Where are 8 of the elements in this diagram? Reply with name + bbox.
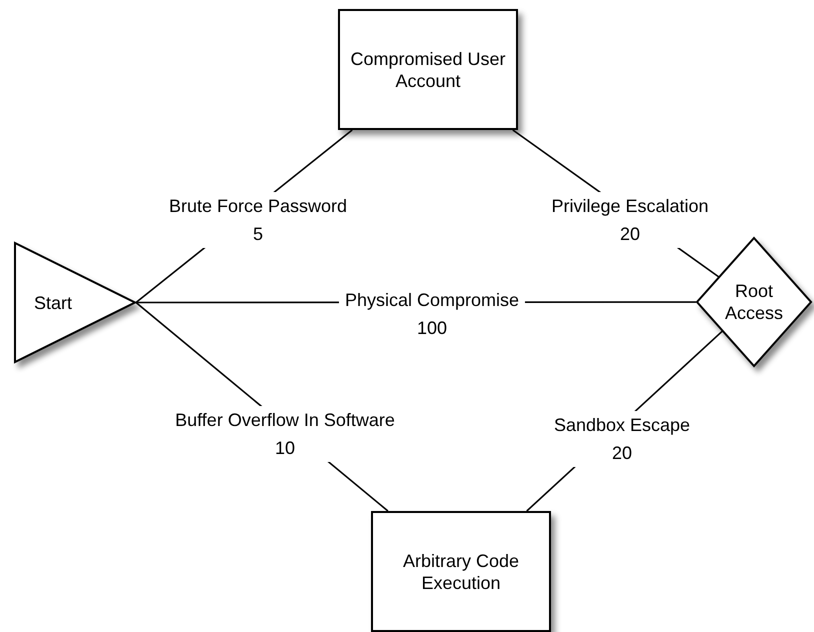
state-box <box>338 9 518 130</box>
node-label: Compromised User Account <box>349 48 507 92</box>
node-label: Start <box>34 292 72 314</box>
state-box <box>371 511 551 632</box>
start-triangle <box>14 242 136 363</box>
node-label: Arbitrary Code Execution <box>402 550 520 594</box>
goal-diamond <box>696 237 812 367</box>
node-label: Root Access <box>724 280 784 324</box>
